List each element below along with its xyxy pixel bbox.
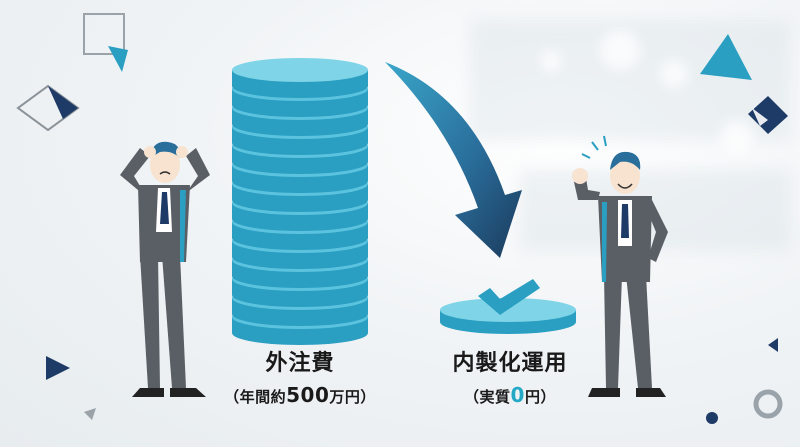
outsourcing-title: 外注費 [265,351,335,376]
zero-coin-icon [440,298,576,334]
inhouse-sub-close: 円） [524,388,556,406]
white-triangle-shape [752,108,768,126]
small-navy-triangle-shape [768,338,778,352]
outline-square-shape [83,13,125,55]
inhouse-sub-open: （実質 [464,388,511,406]
check-mark-icon [478,279,540,315]
outsourcing-sub-close: 万円） [329,388,376,406]
bokeh-light [600,30,640,70]
curved-down-arrow-icon [385,62,522,258]
inhouse-sub-amount: 0 [510,383,525,407]
navy-diamond-shape [748,96,788,134]
inhouse-cost-label: 内製化運用 （実質0円） [410,345,610,407]
navy-dot-shape [706,412,718,424]
outsourcing-sub-amount: 500 [286,383,330,407]
bokeh-light [540,50,562,72]
teal-triangle-shape [700,34,752,80]
coin-face [232,58,368,82]
outline-diamond-shape [16,84,80,132]
happy-businessman-icon [572,135,668,397]
bokeh-light [660,60,688,88]
inhouse-amount: （実質0円） [410,383,610,407]
grey-ring-shape [753,389,783,419]
worried-businessman-icon [120,141,210,397]
outsourcing-sub-open: （年間約 [224,388,287,406]
teal-triangle-shape [108,46,128,72]
outsourcing-cost-label: 外注費 （年間約500万円） [200,345,400,407]
coin-stack-icon [232,58,368,345]
bokeh-light [720,120,754,154]
navy-triangle-shape [48,86,78,119]
decorative-shapes [16,13,788,424]
inhouse-title: 内製化運用 [452,351,568,376]
outsourcing-amount: （年間約500万円） [200,383,400,407]
navy-triangle-shape [46,356,70,380]
grey-triangle-shape [84,408,96,420]
